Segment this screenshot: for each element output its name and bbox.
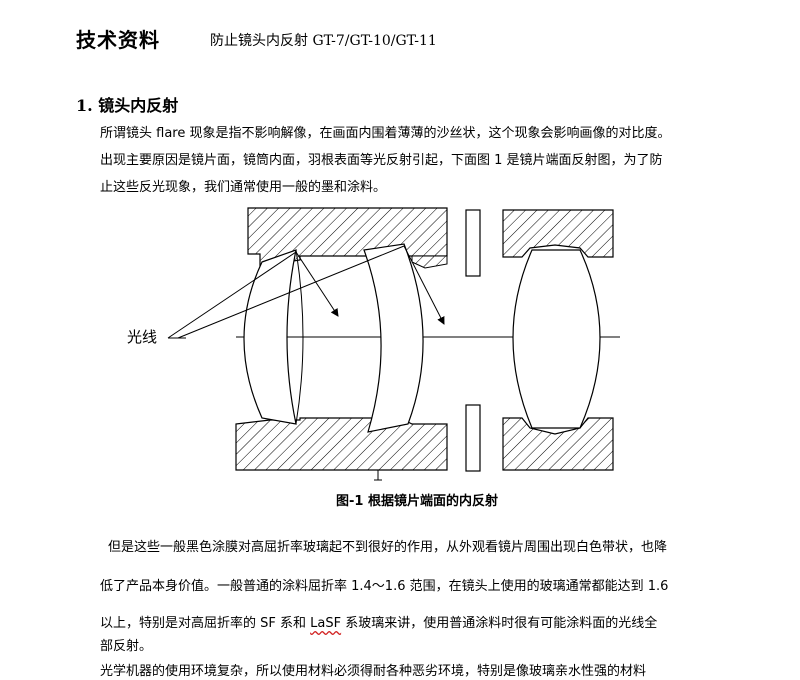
body-line-5: 光学机器的使用环境复杂，所以使用材料必须得耐各种恶劣环境，特别是像玻璃亲水性强的… <box>100 664 647 679</box>
light-ray-1 <box>167 251 297 339</box>
body-line-4: 部反射。 <box>100 639 153 654</box>
body-line-1: 但是这些一般黑色涂膜对高屈折率玻璃起不到很好的作用，从外观看镜片周围出现白色带状… <box>108 540 668 555</box>
intro-line-1: 所谓镜头 flare 现象是指不影响解像，在画面内围着薄薄的沙丝状，这个现象会影… <box>100 126 671 141</box>
figure-caption: 图-1 根据镜片端面的内反射 <box>336 494 498 509</box>
lens-3 <box>512 249 601 429</box>
body-line-3: 以上，特别是对高屈折率的 SF 系和 LaSF 系玻璃来讲，使用普通涂料时很有可… <box>100 612 657 631</box>
document-subtitle: 防止镜头内反射 GT-7/GT-10/GT-11 <box>210 33 437 49</box>
intro-line-2: 出现主要原因是镜片面，镜筒内面，羽根表面等光反射引起，下面图 1 是镜片端面反射… <box>100 153 663 168</box>
reflected-ray-1 <box>295 251 339 317</box>
barrel-upper-right <box>502 209 614 258</box>
barrel-lower-left <box>235 417 448 471</box>
body-line-3-part-c: 系玻璃来讲，使用普通涂料时很有可能涂料面的光线全 <box>341 616 658 631</box>
lens-2 <box>363 243 424 433</box>
barrel-upper-mid <box>411 255 448 269</box>
stop-plate-lower <box>465 404 481 472</box>
lens-1-inner-curve <box>295 249 304 425</box>
body-line-2: 低了产品本身价值。一般普通的涂料屈折率 1.4～1.6 范围，在镜头上使用的玻璃… <box>100 579 669 594</box>
stop-plate-upper <box>465 209 481 277</box>
barrel-lower-right <box>502 417 614 471</box>
body-line-3-part-a: 以上，特别是对高屈折率的 SF 系和 <box>100 616 311 631</box>
document-title: 技术资料 <box>76 28 160 52</box>
reflected-ray-2 <box>403 245 445 325</box>
intro-line-3: 止这些反光现象，我们通常使用一般的墨和涂料。 <box>100 180 387 195</box>
light-ray-2 <box>177 245 405 339</box>
light-ray-label: 光线 <box>127 328 158 346</box>
section-heading: 1. 镜头内反射 <box>76 96 179 115</box>
body-line-3-lasf: LaSF <box>310 616 342 631</box>
